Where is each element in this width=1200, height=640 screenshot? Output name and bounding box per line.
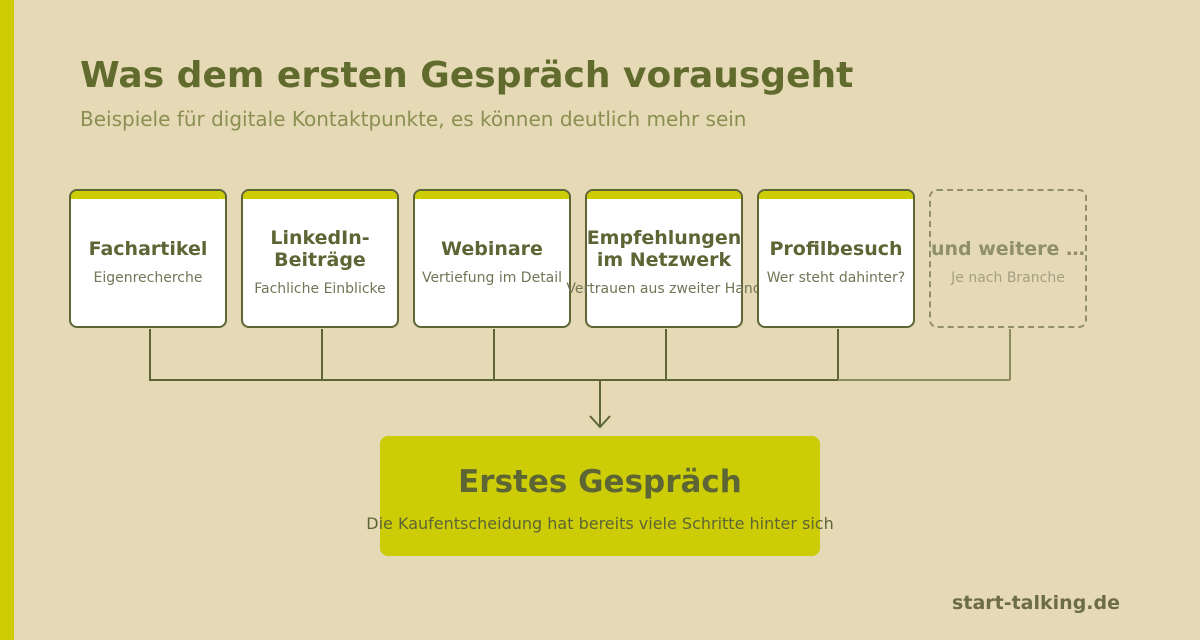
- target-first-conversation: Erstes Gespräch Die Kaufentscheidung hat…: [366, 436, 834, 556]
- card-title: Profilbesuch: [769, 237, 903, 260]
- page-title: Was dem ersten Gespräch vorausgeht: [80, 55, 854, 96]
- page-subtitle: Beispiele für digitale Kontaktpunkte, es…: [80, 107, 747, 131]
- touchpoint-card-linkedin: LinkedIn- Beiträge Fachliche Einblicke: [241, 189, 399, 328]
- card-subtitle: Vertrauen aus zweiter Hand: [566, 280, 762, 297]
- card-accent-cap: [243, 191, 397, 199]
- card-subtitle: Vertiefung im Detail: [421, 269, 563, 286]
- touchpoint-card-webinare: Webinare Vertiefung im Detail: [413, 189, 571, 328]
- card-subtitle: Eigenrecherche: [93, 269, 203, 286]
- card-title: Webinare: [441, 237, 543, 260]
- card-subtitle: Je nach Branche: [951, 269, 1065, 286]
- touchpoint-card-more: und weitere … Je nach Branche: [929, 189, 1087, 328]
- card-subtitle: Fachliche Einblicke: [254, 280, 386, 297]
- card-accent-cap: [71, 191, 225, 199]
- target-title: Erstes Gespräch: [458, 463, 742, 500]
- touchpoint-card-fachartikel: Fachartikel Eigenrecherche: [69, 189, 227, 328]
- target-subtitle: Die Kaufentscheidung hat bereits viele S…: [366, 513, 834, 533]
- touchpoint-card-empfehlungen: Empfehlungen im Netzwerk Vertrauen aus z…: [566, 189, 762, 328]
- card-title: Empfehlungen im Netzwerk: [586, 226, 742, 271]
- card-accent-cap: [587, 191, 741, 199]
- card-title: und weitere …: [930, 237, 1086, 260]
- card-subtitle: Wer steht dahinter?: [766, 269, 906, 286]
- arrow-head: [589, 415, 611, 429]
- accent-bar: [0, 0, 14, 640]
- card-title: Fachartikel: [88, 237, 208, 260]
- footer-brand: start-talking.de: [952, 592, 1120, 614]
- card-title: LinkedIn- Beiträge: [270, 226, 370, 271]
- touchpoint-card-profilbesuch: Profilbesuch Wer steht dahinter?: [757, 189, 915, 328]
- card-accent-cap: [759, 191, 913, 199]
- card-accent-cap: [415, 191, 569, 199]
